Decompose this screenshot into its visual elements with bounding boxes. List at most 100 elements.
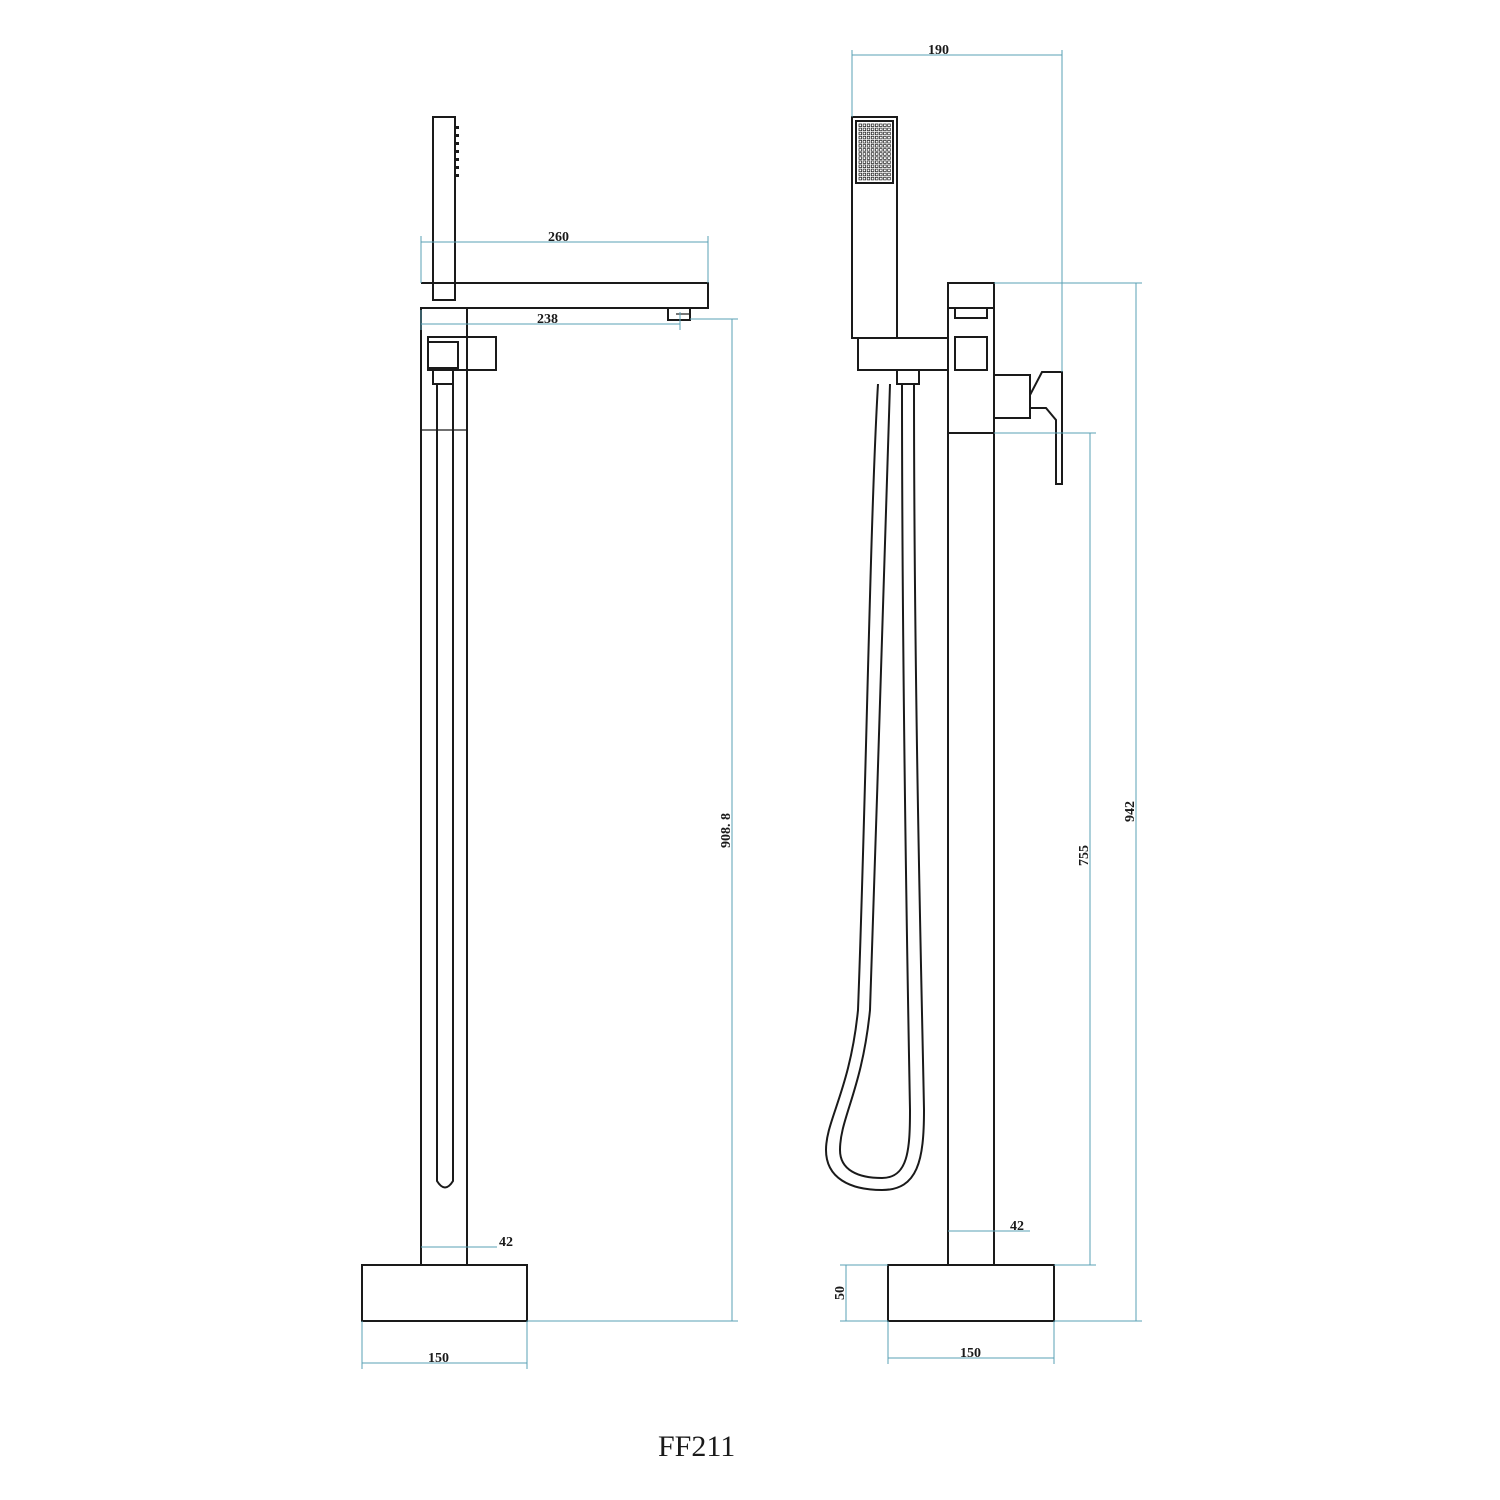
nozzle-dot xyxy=(879,176,883,181)
nozzle-dot xyxy=(870,135,875,140)
nozzle-dot xyxy=(866,176,871,181)
nozzle-dot xyxy=(862,140,867,144)
nozzle-dot xyxy=(866,160,871,164)
nozzle-dot xyxy=(870,168,875,173)
nozzle-dot xyxy=(862,123,867,127)
nozzle-dot xyxy=(875,164,879,168)
nozzle-dot xyxy=(866,140,871,144)
nozzle-dot xyxy=(862,152,867,156)
front-column xyxy=(947,432,995,1266)
nozzle-dot xyxy=(887,135,891,140)
nozzle-dot xyxy=(883,127,887,132)
nozzle-dot xyxy=(870,176,875,181)
nozzle-dot xyxy=(866,131,871,136)
nozzle-dot xyxy=(875,131,879,136)
dim-label-190: 190 xyxy=(928,43,949,58)
nozzle-dot xyxy=(858,148,862,152)
dim-label-260: 260 xyxy=(548,230,569,245)
nozzle-dot xyxy=(887,172,891,177)
front-hose xyxy=(824,383,926,1192)
nozzle-dot xyxy=(875,176,879,181)
dim-label-755: 755 xyxy=(1077,845,1092,866)
nozzle-dot xyxy=(887,176,891,181)
dim-base-height: 50 xyxy=(833,1264,888,1322)
nozzle-dot xyxy=(887,140,891,144)
nozzle-dot xyxy=(862,164,867,168)
nozzle-dot xyxy=(879,144,883,148)
nozzle-dot xyxy=(862,131,867,136)
nozzle-dot xyxy=(887,164,891,168)
dim-label-238: 238 xyxy=(537,312,558,327)
nozzle-dot xyxy=(883,160,887,164)
nozzle-dot xyxy=(883,131,887,136)
nozzle-dot xyxy=(875,127,879,132)
nozzle-dot xyxy=(858,131,862,136)
nozzle-dot xyxy=(866,123,871,127)
nozzle-dot xyxy=(858,140,862,144)
nozzle-dot xyxy=(879,168,883,173)
nozzle-dot xyxy=(862,176,867,181)
dim-label-42-front: 42 xyxy=(1010,1219,1024,1234)
nozzle-dot xyxy=(870,156,875,160)
nozzle-dot xyxy=(887,160,891,164)
dim-handle-height: 755 xyxy=(994,432,1096,1266)
dim-overall-height: 942 xyxy=(994,282,1142,1322)
nozzle-dot xyxy=(858,123,862,127)
nozzle-dot xyxy=(862,156,867,160)
nozzle-dot xyxy=(887,123,891,127)
nozzle-dot xyxy=(870,131,875,136)
nozzle-dot xyxy=(887,148,891,152)
nozzle-dot xyxy=(858,168,862,173)
nozzle-dot xyxy=(858,152,862,156)
nozzle-dot xyxy=(870,148,875,152)
dim-spout-length: 260 xyxy=(420,230,709,283)
dim-front-base-width: 150 xyxy=(887,1321,1055,1364)
nozzle-dot xyxy=(858,160,862,164)
nozzle-dot xyxy=(887,168,891,173)
nozzle-dot xyxy=(858,144,862,148)
nozzle-dot xyxy=(870,127,875,132)
nozzle-dot xyxy=(883,140,887,144)
nozzle-dot xyxy=(870,172,875,177)
front-handshower-face xyxy=(855,120,894,184)
nozzle-dot xyxy=(870,140,875,144)
nozzle-dot xyxy=(862,135,867,140)
side-view: 260 238 908. 8 42 150 xyxy=(361,116,738,1369)
dim-label-908-8: 908. 8 xyxy=(719,813,734,848)
nozzle-dot xyxy=(875,148,879,152)
nozzle-dot xyxy=(866,156,871,160)
front-handshower-nozzles xyxy=(858,123,891,181)
dim-side-base-width: 150 xyxy=(361,1321,528,1369)
dim-spout-height: 908. 8 xyxy=(527,318,738,1322)
nozzle-dot xyxy=(879,148,883,152)
front-holder-block xyxy=(857,337,949,371)
nozzle-dot xyxy=(875,140,879,144)
side-handshower-nozzles xyxy=(456,126,459,177)
nozzle-dot xyxy=(858,164,862,168)
front-base xyxy=(887,1264,1055,1322)
nozzle-dot xyxy=(866,127,871,132)
dim-overall-width: 190 xyxy=(851,43,1063,372)
nozzle-dot xyxy=(866,144,871,148)
nozzle-dot xyxy=(862,168,867,173)
nozzle-dot xyxy=(875,152,879,156)
nozzle-dot xyxy=(875,135,879,140)
nozzle-dot xyxy=(862,144,867,148)
side-column xyxy=(420,307,468,1266)
nozzle-dot xyxy=(875,144,879,148)
nozzle-dot xyxy=(887,144,891,148)
nozzle-dot xyxy=(862,127,867,132)
side-handshower xyxy=(432,116,456,301)
nozzle-dot xyxy=(883,164,887,168)
nozzle-dot xyxy=(870,164,875,168)
nozzle-dot xyxy=(879,156,883,160)
side-base xyxy=(361,1264,528,1322)
dim-front-column-width: 42 xyxy=(948,1219,1030,1234)
nozzle-dot xyxy=(879,127,883,132)
nozzle-dot xyxy=(866,135,871,140)
nozzle-dot xyxy=(858,127,862,132)
nozzle-dot xyxy=(883,152,887,156)
nozzle-dot xyxy=(858,172,862,177)
nozzle-dot xyxy=(870,123,875,127)
